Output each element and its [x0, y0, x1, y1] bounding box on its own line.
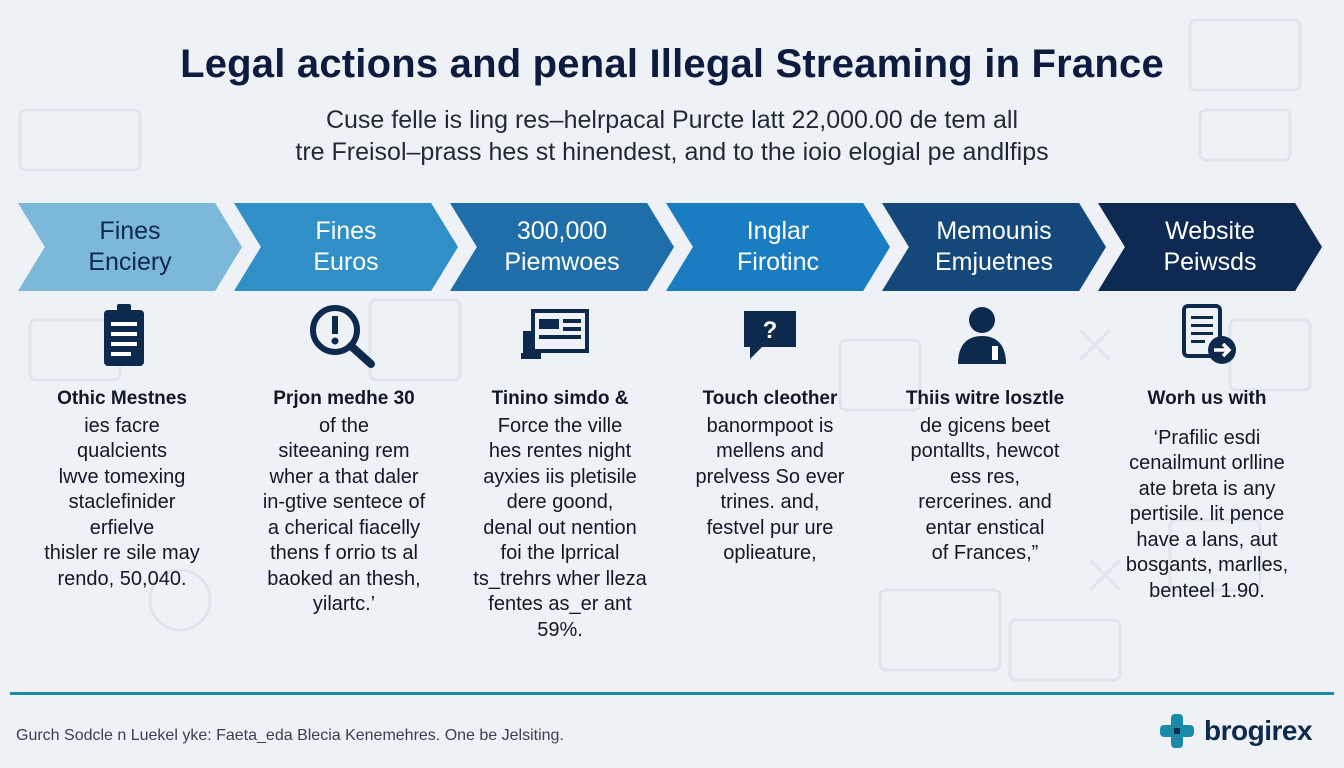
subtitle-line: tre Freisol–prass hes st hinendest, and …	[295, 138, 1049, 166]
column-text: have a lans, aut	[1136, 528, 1278, 551]
column-text: rercerines. and	[918, 491, 1052, 513]
svg-text:?: ?	[763, 317, 778, 344]
step-title: Fines	[315, 217, 377, 245]
column-text: pertisile. lit pence	[1129, 503, 1285, 525]
column-text: lwve tomexing	[58, 465, 186, 488]
step-subtitle: Peiwsds	[1163, 248, 1257, 276]
column-heading: Touch cleother	[702, 388, 838, 409]
column-2: Prjon medhe 30 of the siteeaning rem whe…	[239, 386, 449, 618]
brand-logo: brogirex	[1158, 712, 1313, 750]
clipboard-icon	[84, 300, 164, 370]
brand-name: brogirex	[1204, 715, 1313, 746]
column-text: erfielve	[89, 516, 155, 539]
step-2: Fines Euros	[234, 203, 458, 291]
column-text: banormpoot is	[706, 414, 834, 437]
column-text: benteel 1.90.	[1149, 579, 1265, 602]
page-title: Legal actions and penal Illegal Streamin…	[180, 42, 1164, 86]
column-1: Othic Mestnes ies facre qualcients lwve …	[17, 386, 227, 592]
step-subtitle: Firotinc	[737, 248, 819, 276]
column-text: prelvess So ever	[695, 465, 845, 488]
column-text: siteeaning rem	[278, 440, 410, 462]
subtitle: Cuse felle is ling res–helrpacal Purcte …	[0, 104, 1344, 168]
step-title: Fines	[99, 217, 161, 245]
step-6: Website Peiwsds	[1098, 203, 1322, 291]
column-6: Worh us with ‘Prafilic esdi cenailmunt o…	[1102, 386, 1312, 604]
column-text: ies facre	[84, 414, 160, 437]
column-heading: Othic Mestnes	[57, 388, 187, 409]
column-text: ess res,	[949, 465, 1021, 488]
column-text: hes rentes night	[488, 440, 632, 462]
column-text: oplieature,	[723, 542, 817, 564]
column-text: thens f orrio ts al	[270, 542, 418, 564]
column-text: foi the lprrical	[500, 542, 620, 564]
column-heading: Worh us with	[1147, 388, 1267, 409]
column-heading: Thiis witre losztle	[905, 388, 1065, 409]
column-text: ayxies iis pletisile	[483, 465, 637, 488]
footer-source: Gurch Sodcle n Luekel yke: Faeta_eda Ble…	[16, 727, 564, 744]
step-1: Fines Enciery	[18, 203, 242, 291]
column-text: ate breta is any	[1138, 477, 1276, 500]
step-title: Inglar	[746, 217, 810, 245]
column-heading: Prjon medhe 30	[273, 388, 415, 409]
document-arrow-icon	[1168, 300, 1248, 370]
column-text: entar enstical	[925, 516, 1045, 539]
column-text: mellens and	[716, 440, 824, 462]
column-3: Tinino simdo & Force the ville hes rente…	[455, 386, 665, 643]
column-text: thisler re sile may	[44, 542, 200, 564]
column-text: ts_trehrs wher lleza	[473, 567, 647, 590]
column-text: festvel pur ure	[706, 516, 834, 539]
column-text: de gicens beet	[919, 414, 1051, 437]
magnifier-alert-icon	[302, 300, 382, 370]
column-text: in-gtive sentece of	[262, 491, 426, 513]
brand-cross-icon	[1160, 714, 1194, 748]
column-text: rendo, 50,040.	[57, 567, 187, 590]
step-subtitle: Euros	[313, 248, 379, 276]
column-text: trines. and,	[720, 491, 820, 513]
column-text: wher a that daler	[269, 465, 419, 488]
column-text: denal out nention	[483, 516, 637, 539]
column-text: dere goond,	[506, 491, 614, 513]
column-text: pontallts, hewcot	[910, 440, 1060, 462]
step-title: 300,000	[516, 217, 608, 245]
step-3: 300,000 Piemwoes	[450, 203, 674, 291]
column-text: staclefinider	[68, 491, 176, 513]
step-5: Memounis Emjuetnes	[882, 203, 1106, 291]
column-text: qualcients	[76, 440, 168, 462]
column-text: bosgants, marlles,	[1125, 554, 1289, 576]
column-heading: Tinino simdo &	[491, 388, 629, 409]
person-icon	[942, 300, 1022, 370]
process-steps: Fines Enciery Fines Euros 300,000 Piemwo…	[18, 203, 1328, 291]
column-text: cenailmunt orlline	[1129, 452, 1285, 474]
column-text: of the	[318, 414, 370, 437]
step-4: Inglar Firotinc	[666, 203, 890, 291]
subtitle-line: Cuse felle is ling res–helrpacal Purcte …	[325, 106, 1019, 134]
column-text: a cherical fiacelly	[267, 516, 421, 539]
question-chat-icon: ?	[730, 300, 810, 370]
step-subtitle: Piemwoes	[504, 248, 620, 276]
column-text: baoked an thesh,	[267, 567, 421, 590]
column-text: ‘Prafilic esdi	[1153, 426, 1261, 449]
column-text: Force the ville	[497, 414, 623, 437]
document-icon	[516, 300, 596, 370]
column-text: 59%.	[537, 618, 583, 641]
footer-divider	[10, 692, 1334, 695]
step-subtitle: Emjuetnes	[934, 248, 1054, 276]
column-text: of Frances,”	[931, 542, 1039, 564]
step-subtitle: Enciery	[88, 248, 172, 276]
step-title: Website	[1165, 217, 1255, 245]
column-5: Thiis witre losztle de gicens beet ponta…	[880, 386, 1090, 567]
column-text: yilartc.’	[312, 593, 376, 615]
step-title: Memounis	[936, 217, 1052, 245]
column-4: Touch cleother banormpoot is mellens and…	[665, 386, 875, 567]
column-text: fentes as_er ant	[488, 593, 632, 615]
